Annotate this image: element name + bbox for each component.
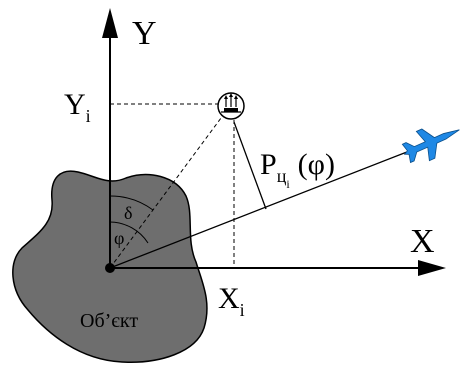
- yi-subscript: i: [86, 106, 91, 126]
- x-axis-arrowhead: [418, 260, 446, 276]
- xi-label: Xi: [218, 282, 245, 320]
- range-label-subsub: i: [286, 177, 290, 191]
- angle-phi-arc: [109, 221, 149, 244]
- delta-label: δ: [124, 203, 132, 223]
- phi-label: φ: [114, 228, 124, 248]
- x-axis-label: X: [410, 223, 435, 260]
- object-label: Об’єкт: [80, 310, 138, 332]
- target-direction-line: [109, 149, 413, 269]
- range-label-arg: (φ): [298, 148, 335, 181]
- range-label-sub: ц: [277, 166, 287, 186]
- y-axis-arrowhead: [102, 8, 118, 38]
- y-axis-label: Y: [132, 15, 157, 52]
- aircraft-icon: [401, 128, 460, 164]
- angle-delta-arc: [109, 195, 154, 211]
- range-line: [233, 121, 267, 210]
- xi-subscript: i: [240, 300, 245, 320]
- origin-to-station-line: [109, 113, 225, 269]
- yi-label: Yi: [64, 88, 91, 126]
- station-icon: [217, 92, 245, 120]
- range-label: Pцi(φ): [260, 148, 335, 191]
